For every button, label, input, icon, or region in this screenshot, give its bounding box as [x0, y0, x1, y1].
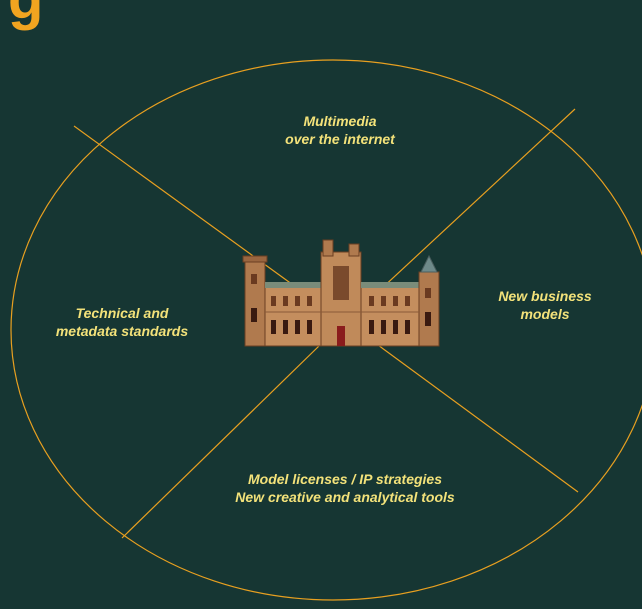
label-top: Multimedia over the internet [255, 112, 425, 148]
label-bottom: Model licenses / IP strategies New creat… [205, 470, 485, 506]
label-right-line-2: models [520, 306, 570, 322]
title-fragment: g [8, 0, 43, 28]
label-bottom-line-1: Model licenses / IP strategies [247, 471, 442, 487]
outer-circle [10, 59, 642, 601]
label-bottom-line-2: New creative and analytical tools [235, 489, 455, 505]
label-left-line-2: metadata standards [55, 323, 189, 339]
label-top-line-1: Multimedia [303, 113, 377, 129]
label-right: New business models [480, 287, 610, 323]
label-left: Technical and metadata standards [42, 304, 202, 340]
divider-top-right [379, 108, 576, 291]
divider-bottom-right [377, 344, 579, 493]
label-top-line-2: over the internet [285, 131, 395, 147]
label-left-line-1: Technical and [75, 305, 169, 321]
castle-building-icon [242, 239, 440, 347]
label-right-line-1: New business [498, 288, 592, 304]
divider-bottom-left [121, 344, 321, 539]
